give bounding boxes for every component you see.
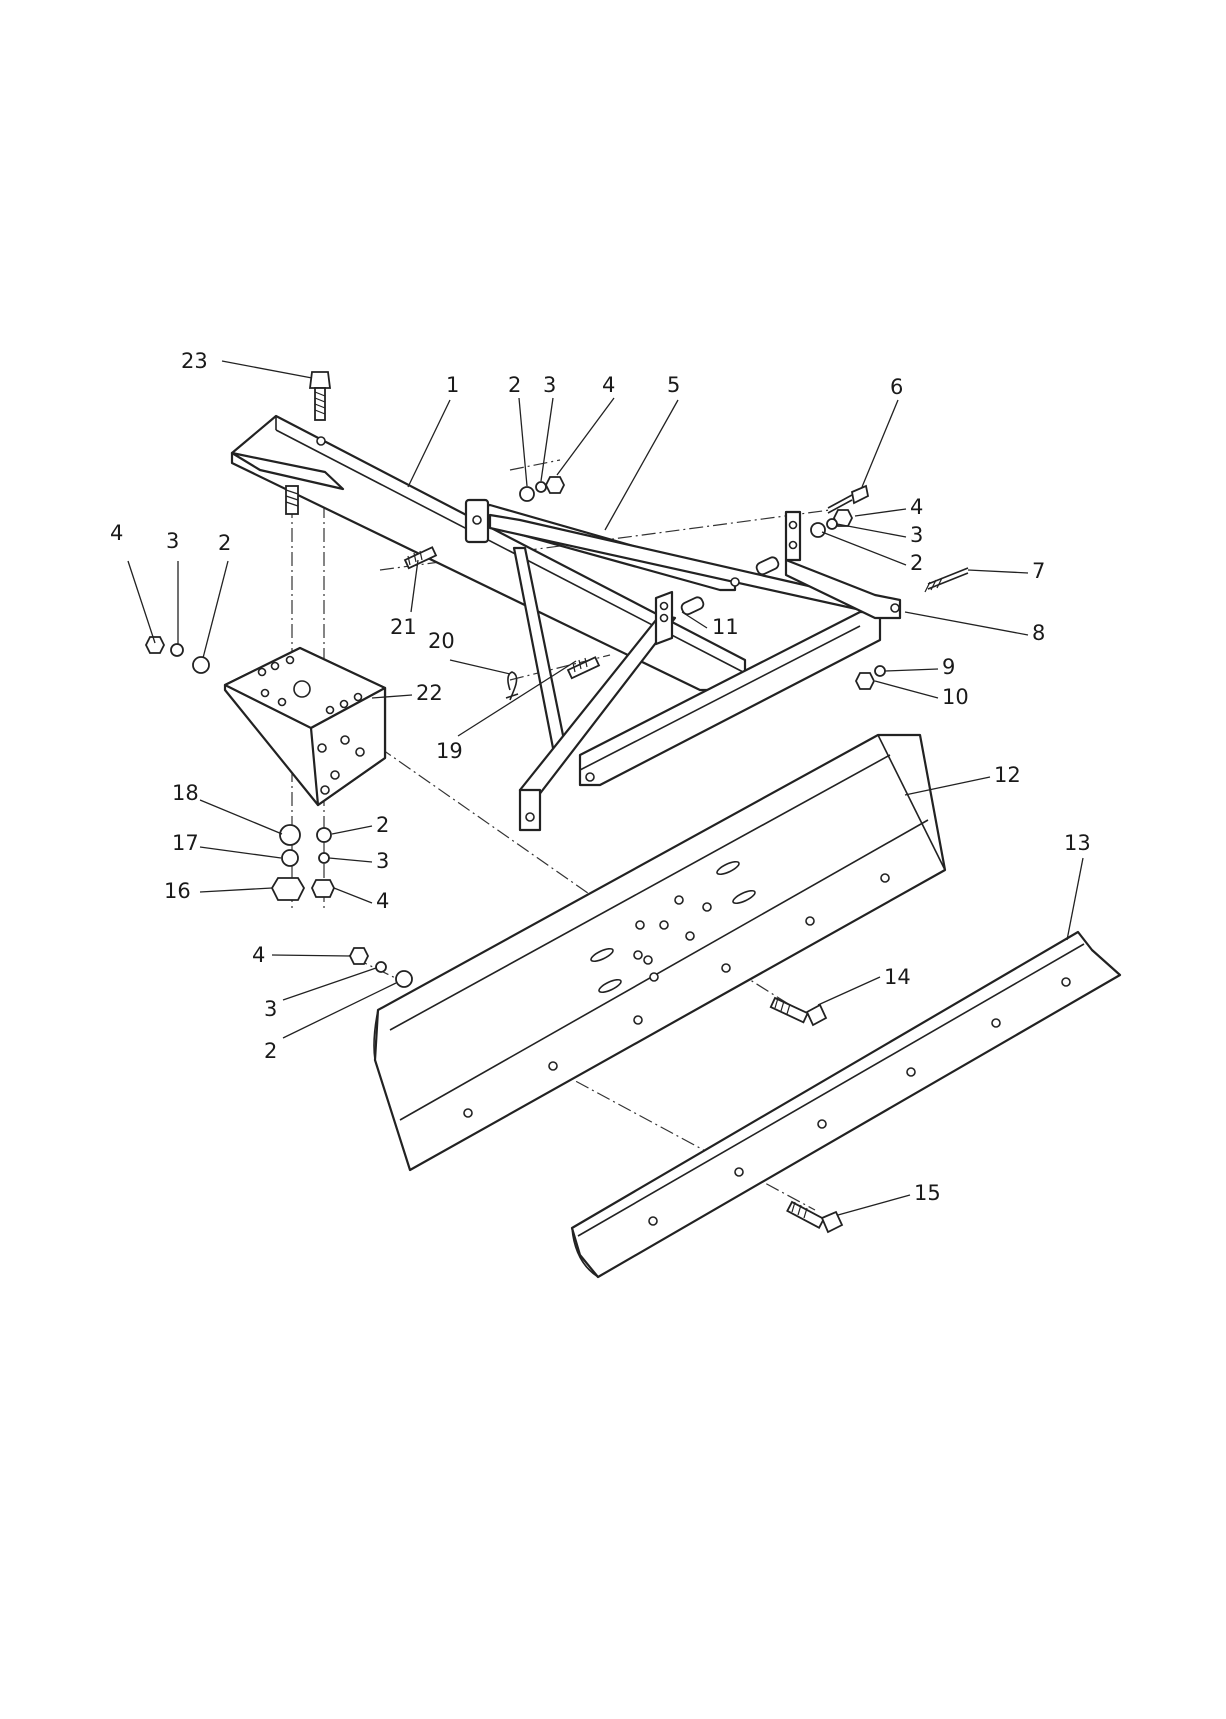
- callout-13: 13: [1064, 831, 1091, 855]
- callout-3-right: 3: [910, 523, 923, 547]
- callout-4-left: 4: [110, 521, 123, 545]
- bolt-7: [925, 568, 968, 592]
- callout-9: 9: [942, 655, 955, 679]
- callout-17: 17: [172, 831, 199, 855]
- callout-19: 19: [436, 739, 463, 763]
- mounting-block: [225, 648, 385, 805]
- callout-2-left: 2: [218, 531, 231, 555]
- hitch-pin-20: [506, 672, 518, 700]
- callout-18: 18: [172, 781, 199, 805]
- callout-23: 23: [181, 349, 208, 373]
- callout-10: 10: [942, 685, 969, 709]
- bolt-6: [828, 486, 868, 513]
- callout-12: 12: [994, 763, 1021, 787]
- callout-14: 14: [884, 965, 911, 989]
- callout-21: 21: [390, 615, 417, 639]
- callout-22: 22: [416, 681, 443, 705]
- callout-16: 16: [164, 879, 191, 903]
- callout-3-left: 3: [166, 529, 179, 553]
- callout-4-right: 4: [910, 495, 923, 519]
- callout-3-top: 3: [543, 373, 556, 397]
- callout-20: 20: [428, 629, 455, 653]
- callout-5: 5: [667, 373, 680, 397]
- bolt-15: [787, 1202, 842, 1232]
- callout-4-top: 4: [602, 373, 615, 397]
- bolt-14: [771, 998, 826, 1025]
- callout-2-blade: 2: [264, 1039, 277, 1063]
- callout-4-block: 4: [376, 889, 389, 913]
- callout-2-right: 2: [910, 551, 923, 575]
- bolt-19: [568, 657, 599, 678]
- callout-8: 8: [1032, 621, 1045, 645]
- callout-15: 15: [914, 1181, 941, 1205]
- callout-3-blade: 3: [264, 997, 277, 1021]
- callout-11: 11: [712, 615, 739, 639]
- callout-6: 6: [890, 375, 903, 399]
- washer-nut-stack-9-10: [856, 666, 885, 689]
- callout-7: 7: [1032, 559, 1045, 583]
- leader-lines: [128, 361, 1083, 1215]
- washer-nut-stack-bottom-left: [272, 825, 334, 900]
- callout-2-top: 2: [508, 373, 521, 397]
- callout-3-block: 3: [376, 849, 389, 873]
- callout-4-blade: 4: [252, 943, 265, 967]
- washer-nut-stack-blade: [350, 948, 412, 987]
- callout-2-block: 2: [376, 813, 389, 837]
- callout-1: 1: [446, 373, 459, 397]
- washer-nut-stack-right: [811, 510, 852, 537]
